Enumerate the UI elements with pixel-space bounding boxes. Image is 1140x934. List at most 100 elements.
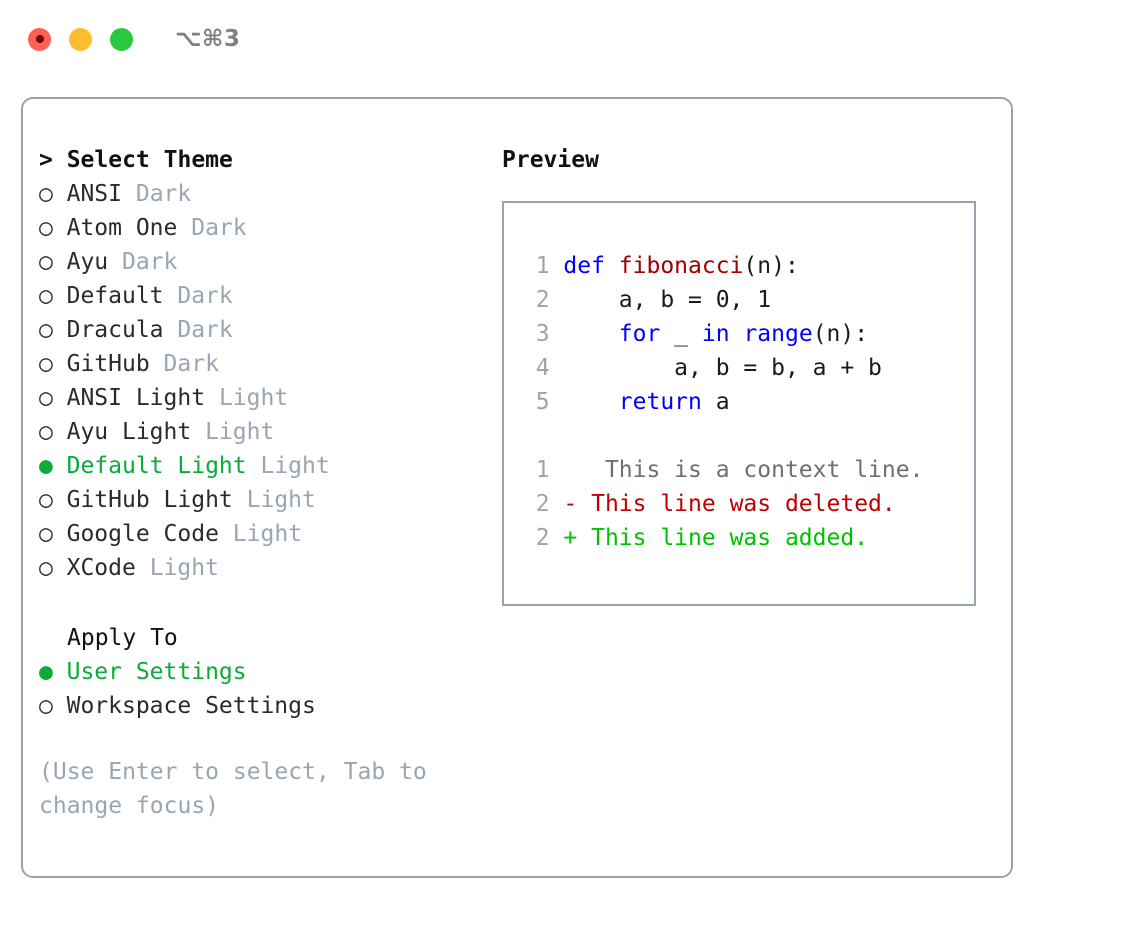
code-token: for bbox=[618, 321, 661, 347]
theme-option-github[interactable]: ○ GitHub Dark bbox=[39, 347, 489, 381]
theme-option-label: Google Code bbox=[66, 521, 219, 547]
diff-sign: + bbox=[563, 525, 578, 551]
code-token: return bbox=[618, 389, 702, 415]
diff-line: 2- This line was deleted. bbox=[522, 487, 968, 521]
radio-unselected-icon: ○ bbox=[39, 181, 53, 207]
code-token: (n): bbox=[743, 253, 799, 279]
theme-option-tag: Light bbox=[246, 487, 316, 513]
theme-option-atom-one[interactable]: ○ Atom One Dark bbox=[39, 211, 489, 245]
theme-option-tag: Dark bbox=[135, 181, 192, 207]
code-line: 1 def fibonacci(n): bbox=[522, 249, 968, 283]
theme-option-label: ANSI Light bbox=[66, 385, 206, 411]
theme-option-label: Atom One bbox=[66, 215, 178, 241]
code-token: range bbox=[743, 321, 813, 347]
theme-list: ○ANSI Dark○Atom One Dark○Ayu Dark○Defaul… bbox=[39, 177, 489, 585]
radio-unselected-icon: ○ bbox=[39, 487, 53, 513]
code-token: a, b = b, a + b bbox=[563, 355, 882, 381]
theme-option-ayu[interactable]: ○ Ayu Dark bbox=[39, 245, 489, 279]
diff-line: 1 This is a context line. bbox=[522, 453, 968, 487]
theme-option-label: XCode bbox=[66, 555, 136, 581]
line-number: 1 bbox=[535, 253, 550, 279]
theme-option-label: GitHub Light bbox=[66, 487, 233, 513]
line-number: 1 bbox=[535, 457, 550, 483]
theme-option-ayu-light[interactable]: ○Ayu Light Light bbox=[39, 415, 489, 449]
radio-unselected-icon: ○ bbox=[39, 693, 53, 719]
theme-option-label: ANSI bbox=[66, 181, 122, 207]
maximize-button[interactable] bbox=[110, 27, 133, 51]
line-number: 4 bbox=[535, 355, 550, 381]
apply-to-option-user-settings[interactable]: ●User Settings bbox=[39, 655, 489, 689]
theme-option-xcode[interactable]: ○ XCode Light bbox=[39, 551, 489, 585]
code-token: fibonacci bbox=[618, 253, 744, 279]
window-controls bbox=[28, 27, 133, 51]
code-token bbox=[730, 321, 744, 347]
theme-option-tag: Light bbox=[149, 555, 219, 581]
radio-unselected-icon: ○ bbox=[39, 249, 53, 275]
code-token: _ bbox=[660, 321, 702, 347]
theme-option-label: Ayu bbox=[66, 249, 109, 275]
code-token: a bbox=[701, 389, 730, 415]
theme-option-label: GitHub bbox=[66, 351, 150, 377]
code-line: 3 for _ in range(n): bbox=[522, 317, 968, 351]
apply-to-option-workspace-settings[interactable]: ○ Workspace Settings bbox=[39, 689, 489, 723]
theme-option-tag: Dark bbox=[163, 351, 219, 377]
theme-option-default[interactable]: ○Default Dark bbox=[39, 279, 489, 313]
radio-unselected-icon: ○ bbox=[39, 555, 53, 581]
radio-unselected-icon: ○ bbox=[39, 283, 53, 309]
theme-option-tag: Dark bbox=[191, 215, 247, 241]
section-spacer bbox=[39, 585, 489, 621]
minimize-button[interactable] bbox=[69, 27, 92, 51]
theme-option-tag: Dark bbox=[177, 283, 233, 309]
theme-option-label: Ayu Light bbox=[66, 419, 192, 445]
theme-option-github-light[interactable]: ○ GitHub Light Light bbox=[39, 483, 489, 517]
radio-unselected-icon: ○ bbox=[39, 521, 53, 547]
line-number: 2 bbox=[535, 287, 550, 313]
theme-option-default-light[interactable]: ● Default Light Light bbox=[39, 449, 489, 483]
apply-to-option-label: User Settings bbox=[66, 659, 247, 685]
code-token: def bbox=[563, 253, 619, 279]
code-line: 4 a, b = b, a + b bbox=[522, 351, 968, 385]
code-line: 2 a, b = 0, 1 bbox=[522, 283, 968, 317]
theme-selector-panel: > Select Theme ○ANSI Dark○Atom One Dark○… bbox=[21, 97, 1013, 878]
line-number: 5 bbox=[535, 389, 550, 415]
apply-to-option-label: Workspace Settings bbox=[66, 693, 316, 719]
theme-option-tag: Light bbox=[232, 521, 303, 547]
code-token bbox=[563, 389, 618, 415]
close-button[interactable] bbox=[28, 27, 51, 51]
code-token bbox=[563, 321, 618, 347]
select-theme-header: > Select Theme bbox=[39, 147, 233, 173]
radio-unselected-icon: ○ bbox=[39, 351, 53, 377]
keyboard-shortcut-label: ⌥⌘3 bbox=[175, 26, 241, 52]
apply-to-list: ●User Settings ○ Workspace Settings bbox=[39, 655, 489, 723]
diff-text: This line was added. bbox=[577, 525, 869, 551]
theme-option-label: Dracula bbox=[66, 317, 164, 343]
theme-option-tag: Light bbox=[218, 385, 289, 411]
radio-unselected-icon: ○ bbox=[39, 385, 53, 411]
theme-option-ansi-light[interactable]: ○ ANSI Light Light bbox=[39, 381, 489, 415]
code-token: in bbox=[701, 321, 730, 347]
diff-sample: 1 This is a context line.2- This line wa… bbox=[522, 453, 968, 555]
theme-option-tag: Light bbox=[205, 419, 275, 445]
diff-text: This is a context line. bbox=[577, 457, 924, 483]
radio-unselected-icon: ○ bbox=[39, 215, 53, 241]
theme-option-dracula[interactable]: ○Dracula Dark bbox=[39, 313, 489, 347]
theme-option-label: Default Light bbox=[66, 453, 247, 479]
theme-option-tag: Light bbox=[260, 453, 330, 479]
code-token: (n): bbox=[812, 321, 869, 347]
theme-option-ansi[interactable]: ○ ANSI Dark bbox=[39, 177, 489, 211]
line-number: 3 bbox=[535, 321, 550, 347]
theme-option-google-code[interactable]: ○ Google Code Light bbox=[39, 517, 489, 551]
diff-sign bbox=[563, 457, 577, 483]
diff-line: 2 + This line was added. bbox=[522, 521, 968, 555]
line-number: 2 bbox=[535, 525, 550, 551]
theme-option-tag: Dark bbox=[122, 249, 178, 275]
theme-list-column: > Select Theme ○ANSI Dark○Atom One Dark○… bbox=[39, 143, 489, 823]
radio-selected-icon: ● bbox=[39, 453, 53, 479]
radio-unselected-icon: ○ bbox=[39, 317, 53, 343]
code-token: a, b = 0, 1 bbox=[563, 287, 772, 313]
diff-sign: - bbox=[563, 491, 578, 517]
